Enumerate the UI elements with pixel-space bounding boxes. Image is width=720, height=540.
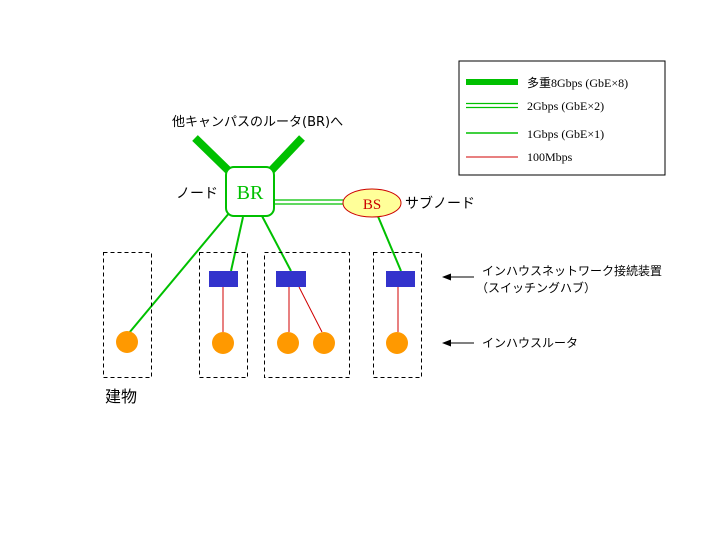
inhouse-router-arrow <box>442 339 474 347</box>
switch-hub-1 <box>209 271 238 287</box>
inhouse-router-label: インハウスルータ <box>482 336 578 350</box>
br-label: BR <box>237 182 264 204</box>
switch-hub-label-2: （スイッチングハブ） <box>476 280 596 295</box>
br-building1-link <box>128 211 231 334</box>
inhouse-router-5 <box>386 332 408 354</box>
switch-hub-label-1: インハウスネットワーク接続装置 <box>482 263 662 278</box>
building-label: 建物 <box>105 387 137 406</box>
building-box-4 <box>373 252 422 378</box>
building-box-3 <box>264 252 350 378</box>
br-node <box>225 166 275 217</box>
hub2-router-link-b <box>298 286 323 333</box>
legend-label-2gbps: 2Gbps (GbE×2) <box>527 99 604 113</box>
inhouse-router-4 <box>313 332 335 354</box>
node-label: ノード <box>176 186 218 202</box>
bs-node <box>342 188 402 218</box>
external-link-right <box>265 135 305 177</box>
switch-hub-2 <box>276 271 306 287</box>
building-box-1 <box>103 252 152 378</box>
bs-label: BS <box>363 197 381 213</box>
inhouse-router-1 <box>116 331 138 353</box>
building-box-2 <box>199 252 248 378</box>
switch-hub-arrow <box>442 273 474 281</box>
legend-label-100mbps: 100Mbps <box>527 150 573 164</box>
inhouse-router-2 <box>212 332 234 354</box>
br-hub1-link <box>230 216 244 272</box>
inhouse-router-3 <box>277 332 299 354</box>
legend: 多重8Gbps (GbE×8) 2Gbps (GbE×2) 1Gbps (GbE… <box>458 60 666 176</box>
bs-hub3-link <box>376 213 402 272</box>
legend-label-8gbps: 多重8Gbps (GbE×8) <box>527 76 628 90</box>
switch-hub-3 <box>386 271 415 287</box>
external-router-label: 他キャンパスのルータ(BR)へ <box>172 115 343 130</box>
br-hub2-link <box>261 215 292 272</box>
subnode-label: サブノード <box>405 195 475 212</box>
legend-label-1gbps: 1Gbps (GbE×1) <box>527 127 604 141</box>
